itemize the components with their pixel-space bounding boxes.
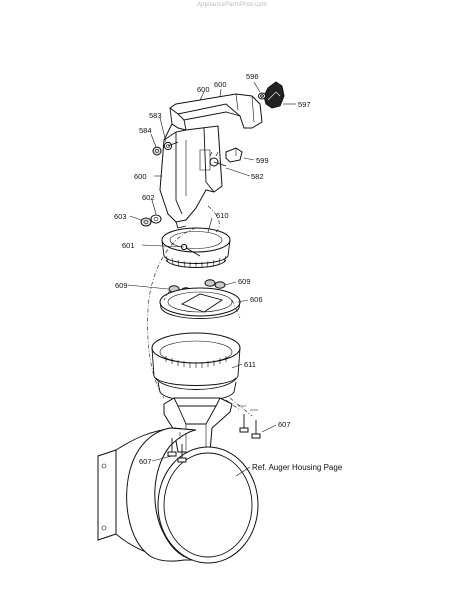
nut-596 bbox=[258, 92, 266, 100]
part-labels: 600 600 596 597 583 584 599 582 600 602 … bbox=[114, 72, 343, 472]
label-610: 610 bbox=[216, 211, 229, 220]
label-609-right: 609 bbox=[238, 277, 251, 286]
bolts-607-left bbox=[167, 438, 187, 463]
label-600-c: 600 bbox=[134, 172, 147, 181]
upper-chute-600 bbox=[159, 123, 223, 229]
assembly-centerlines bbox=[147, 205, 253, 440]
label-609-left: 609 bbox=[115, 281, 128, 290]
label-601: 601 bbox=[122, 241, 135, 250]
leader-lines bbox=[127, 81, 296, 477]
label-ref-auger-housing: Ref. Auger Housing Page bbox=[252, 463, 343, 472]
label-597: 597 bbox=[298, 100, 311, 109]
label-584: 584 bbox=[139, 126, 152, 135]
nut-602 bbox=[150, 214, 162, 224]
chute-adapter bbox=[163, 397, 233, 453]
label-583: 583 bbox=[149, 111, 162, 120]
bolts-607-right bbox=[238, 405, 261, 439]
nut-603 bbox=[140, 217, 152, 227]
label-607-right: 607 bbox=[278, 420, 291, 429]
watermark: AppliancePartsPros.com bbox=[196, 2, 268, 8]
label-600-a: 600 bbox=[197, 85, 210, 94]
label-582: 582 bbox=[251, 172, 264, 181]
label-607-left: 607 bbox=[139, 457, 152, 466]
label-599: 599 bbox=[256, 156, 269, 165]
chute-ring-610 bbox=[161, 227, 231, 268]
auger-housing bbox=[97, 427, 259, 564]
flange-606 bbox=[159, 287, 241, 319]
label-600-b: 600 bbox=[214, 80, 227, 89]
crank-rod-582 bbox=[209, 151, 227, 167]
label-602: 602 bbox=[142, 193, 155, 202]
knob-599 bbox=[225, 147, 243, 163]
gear-ring-611 bbox=[151, 332, 241, 402]
handle-597 bbox=[263, 81, 285, 109]
label-611: 611 bbox=[244, 360, 256, 369]
bolt-601 bbox=[180, 243, 201, 257]
label-606: 606 bbox=[250, 295, 263, 304]
deflector-600 bbox=[169, 93, 263, 131]
label-603: 603 bbox=[114, 212, 127, 221]
bolt-583 bbox=[163, 141, 179, 151]
nut-584 bbox=[152, 146, 162, 156]
label-596: 596 bbox=[246, 72, 259, 81]
